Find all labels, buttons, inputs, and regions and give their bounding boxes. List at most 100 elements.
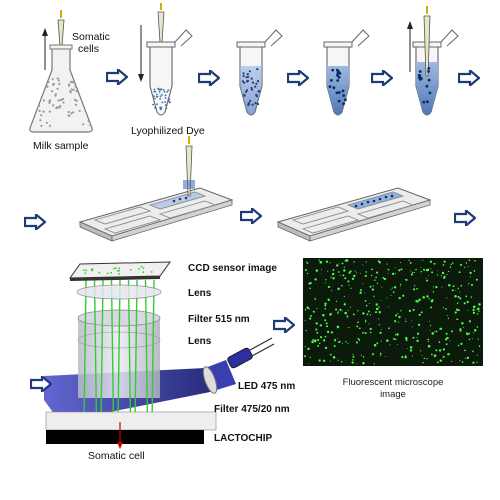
cell-dot: [47, 81, 50, 84]
fluorescent-spot: [455, 308, 459, 311]
somatic-cell-marker: [117, 422, 123, 449]
cell-dot: [38, 109, 41, 112]
tube-stained-icon: [323, 29, 370, 116]
fluorescent-microscope-image: [303, 258, 483, 366]
cell-dot: [337, 75, 341, 79]
fluorescent-spot: [401, 356, 404, 359]
flow-arrow-icon: [240, 208, 262, 224]
dye-dot: [154, 97, 156, 100]
cell-dot: [48, 110, 51, 113]
fluorescent-spot: [451, 289, 454, 292]
cell-dot: [336, 79, 340, 82]
fluorescent-spot: [306, 306, 309, 310]
cell-dot: [52, 83, 55, 86]
cell-dot: [72, 88, 75, 91]
fluorescent-spot: [388, 306, 389, 308]
fluorescent-spot: [309, 356, 311, 359]
fluorescent-spot: [383, 277, 387, 281]
cell-dot: [256, 102, 260, 106]
fluorescent-spot: [465, 295, 468, 298]
fluorescent-spot: [325, 260, 329, 263]
fluorescent-spot: [405, 318, 407, 320]
fluorescent-spot: [446, 336, 449, 340]
fluorescent-spot: [398, 269, 401, 272]
fluorescent-spot: [333, 345, 336, 348]
fluorescent-spot: [420, 267, 422, 269]
fluorescent-spot: [376, 271, 379, 274]
lactochip-label: LACTOCHIP: [214, 433, 272, 444]
fluorescent-spot: [442, 355, 445, 358]
fluorescent-spot: [474, 260, 476, 262]
fluorescent-spot: [304, 269, 307, 271]
fluorescent-spot: [334, 339, 337, 342]
fluorescent-spot: [349, 306, 351, 308]
cell-dot: [58, 82, 61, 86]
cell-dot: [82, 123, 85, 126]
cell-dot: [242, 74, 245, 78]
fluorescent-spot: [315, 322, 318, 325]
fluorescent-spot: [337, 359, 339, 361]
dye-dot: [153, 90, 156, 93]
cell-dot: [427, 78, 431, 82]
fluorescent-spot: [398, 315, 401, 319]
fluorescent-spot: [461, 322, 464, 325]
lens-top-label: Lens: [188, 288, 212, 299]
dye-dot: [159, 108, 162, 111]
cell-dot: [40, 124, 43, 127]
fluorescent-spot: [442, 348, 446, 351]
cell-dot: [46, 85, 49, 88]
fluorescent-spot: [378, 318, 380, 320]
fluorescent-spot: [369, 314, 372, 316]
signal-dot: [142, 271, 145, 274]
signal-dot: [115, 267, 117, 269]
fluorescent-spot: [454, 311, 457, 314]
fluorescent-spot: [306, 262, 309, 264]
fluorescent-spot: [369, 327, 372, 331]
cell-dot: [89, 123, 92, 127]
fluorescent-spot: [406, 347, 408, 349]
lactochip-base: [46, 430, 204, 444]
fluorescent-spot: [375, 307, 379, 311]
led-475-label: LED 475 nm: [238, 381, 295, 392]
cell-dot: [256, 80, 260, 83]
fluorescent-spot: [394, 334, 397, 336]
fluorescent-spot: [390, 288, 392, 290]
dye-dot: [153, 95, 155, 97]
fluorescent-image-label-line2: image: [380, 389, 406, 400]
fluorescent-spot: [348, 309, 350, 311]
dye-dot: [164, 94, 167, 97]
cell-dot: [342, 102, 345, 106]
fluorescent-spot: [473, 332, 475, 334]
dye-dot: [167, 89, 170, 92]
fluorescent-spot: [316, 307, 318, 309]
fluorescent-spot: [357, 337, 359, 340]
fluorescent-spot: [438, 341, 441, 343]
fluorescent-spot: [327, 298, 329, 300]
fluorescent-spot: [477, 338, 479, 340]
fluorescent-spot: [376, 282, 379, 285]
fluorescent-spot: [341, 262, 344, 265]
cell-dot: [51, 78, 54, 81]
fluorescent-spot: [397, 312, 399, 315]
fluorescent-spot: [344, 311, 347, 315]
cell-dot: [67, 114, 70, 117]
fluorescent-spot: [475, 278, 478, 281]
fluorescent-spot: [410, 320, 412, 322]
fluorescent-spot: [344, 277, 347, 280]
signal-dot: [113, 267, 116, 270]
cell-dot: [51, 90, 54, 93]
fluorescent-spot: [416, 332, 420, 335]
fluorescent-spot: [304, 346, 306, 348]
fluorescent-spot: [324, 346, 328, 350]
fluorescent-spot: [425, 277, 427, 279]
fluorescent-spot: [437, 270, 439, 272]
fluorescent-spot: [330, 331, 334, 334]
fluorescent-spot: [397, 343, 398, 345]
fluorescent-spot: [380, 299, 382, 301]
cell-dot: [338, 91, 341, 94]
fluorescent-spot: [372, 285, 374, 287]
fluorescent-spot: [457, 318, 459, 321]
fluorescent-spot: [305, 261, 307, 263]
fluorescent-spot: [386, 263, 388, 265]
fluorescent-spot: [442, 307, 445, 309]
